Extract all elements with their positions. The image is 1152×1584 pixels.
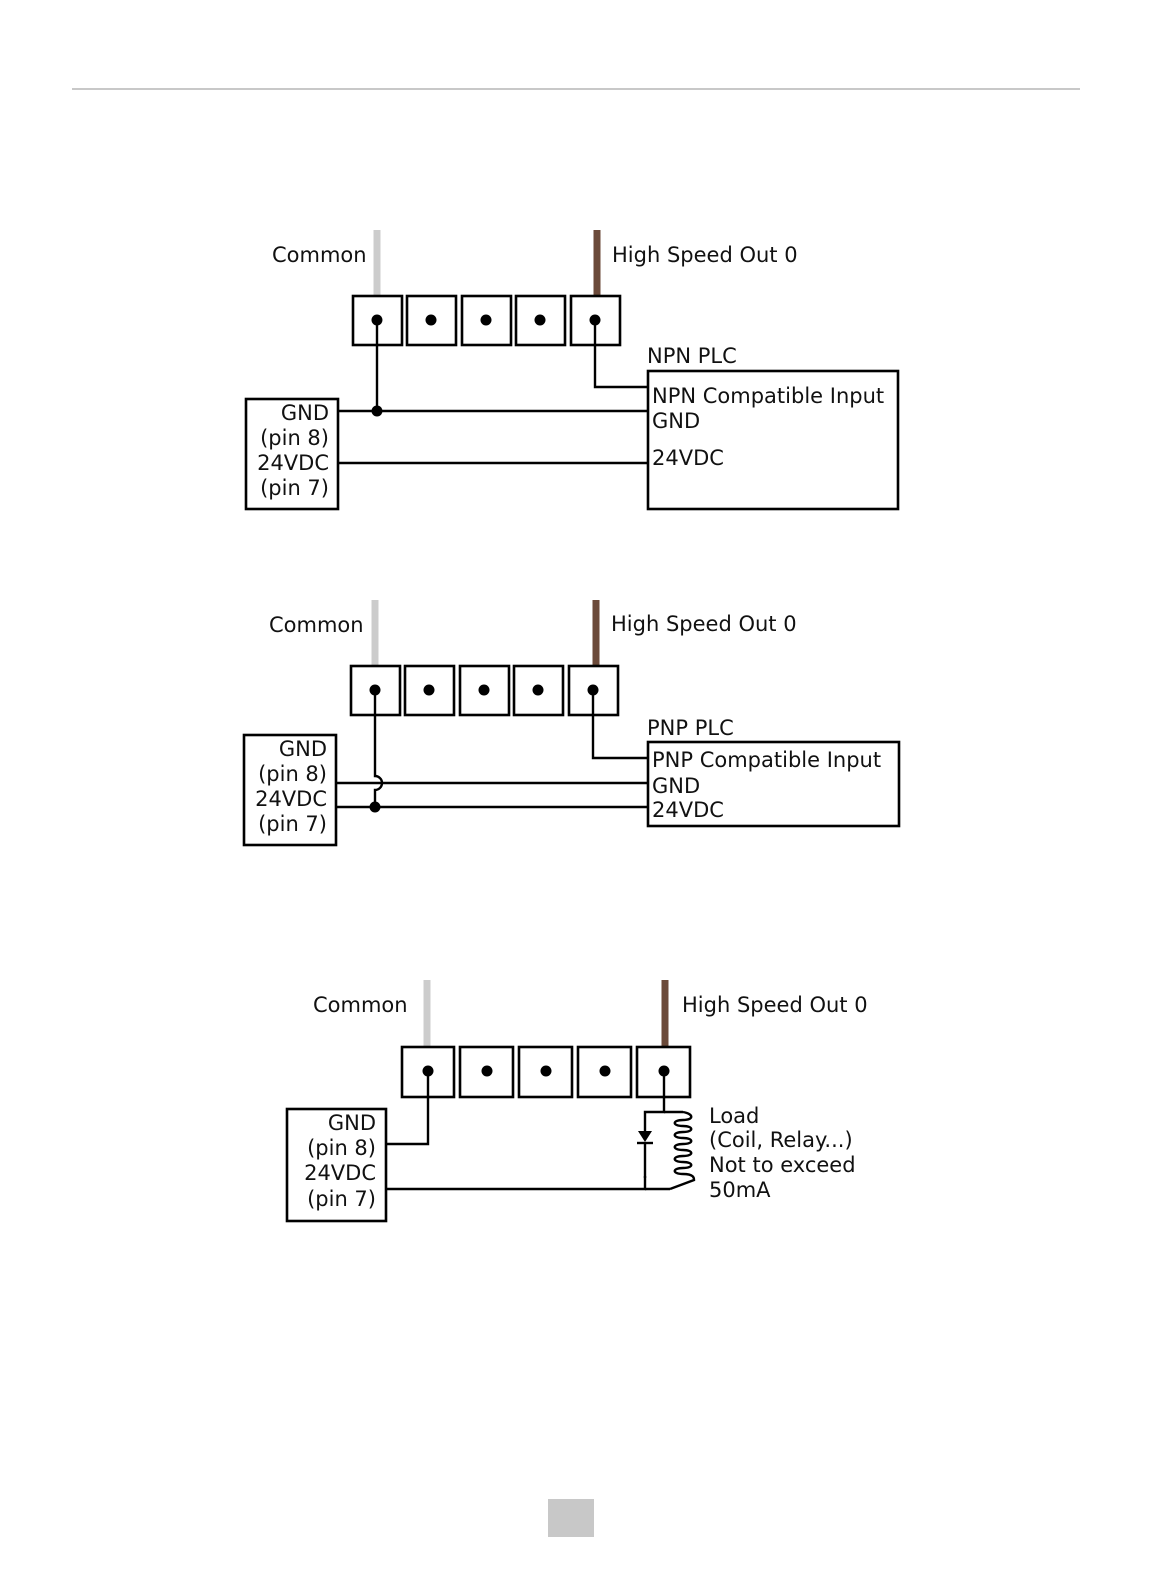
supply-gnd-label: GND — [328, 1111, 376, 1135]
common-label: Common — [269, 613, 364, 637]
coil-symbol — [670, 1112, 694, 1189]
supply-gnd-label: GND — [279, 737, 327, 761]
terminal-screw — [479, 685, 490, 696]
output-label: High Speed Out 0 — [682, 993, 868, 1017]
pnp-wiring-diagram: Common High Speed Out 0 GND (pin 8) 24VD… — [244, 600, 899, 845]
terminal-screw — [535, 315, 546, 326]
plc-gnd-label: GND — [652, 774, 700, 798]
terminal-screw — [424, 685, 435, 696]
terminal-block — [353, 296, 620, 345]
load-current-label: 50mA — [709, 1178, 771, 1202]
plc-24vdc-label: 24VDC — [652, 798, 724, 822]
supply-pin8-label: (pin 8) — [260, 426, 329, 450]
terminal-screw — [541, 1066, 552, 1077]
terminal-block — [351, 666, 618, 715]
common-label: Common — [272, 243, 367, 267]
common-label: Common — [313, 993, 408, 1017]
supply-24vdc-label: 24VDC — [304, 1161, 376, 1185]
plc-gnd-label: GND — [652, 409, 700, 433]
output-label: High Speed Out 0 — [611, 612, 797, 636]
supply-pin7-label: (pin 7) — [307, 1187, 376, 1211]
plc-title: NPN PLC — [647, 344, 737, 368]
junction-dot — [370, 802, 381, 813]
supply-24vdc-label: 24VDC — [257, 451, 329, 475]
terminal-screw — [533, 685, 544, 696]
plc-24vdc-label: 24VDC — [652, 446, 724, 470]
terminal-block — [402, 1047, 690, 1097]
supply-gnd-label: GND — [281, 401, 329, 425]
load-label: Load — [709, 1104, 759, 1128]
supply-pin7-label: (pin 7) — [258, 812, 327, 836]
terminal-screw — [426, 315, 437, 326]
load-wiring-diagram: Common High Speed Out 0 GND (pin 8) 24VD… — [287, 980, 868, 1221]
load-type-label: (Coil, Relay...) — [709, 1128, 853, 1152]
junction-dot — [372, 406, 383, 417]
diode-symbol — [638, 1131, 652, 1142]
page-number-box — [548, 1499, 594, 1537]
supply-pin8-label: (pin 8) — [258, 762, 327, 786]
supply-pin8-label: (pin 8) — [307, 1136, 376, 1160]
plc-input-label: PNP Compatible Input — [652, 748, 881, 772]
supply-24vdc-label: 24VDC — [255, 787, 327, 811]
plc-title: PNP PLC — [647, 716, 734, 740]
plc-input-label: NPN Compatible Input — [652, 384, 884, 408]
terminal-screw — [482, 1066, 493, 1077]
output-label: High Speed Out 0 — [612, 243, 798, 267]
load-limit-label: Not to exceed — [709, 1153, 856, 1177]
npn-wiring-diagram: Common High Speed Out 0 GND (pin 8) 24VD… — [246, 230, 898, 509]
24vdc-wire — [386, 1176, 645, 1189]
supply-pin7-label: (pin 7) — [260, 476, 329, 500]
terminal-screw — [481, 315, 492, 326]
terminal-screw — [600, 1066, 611, 1077]
